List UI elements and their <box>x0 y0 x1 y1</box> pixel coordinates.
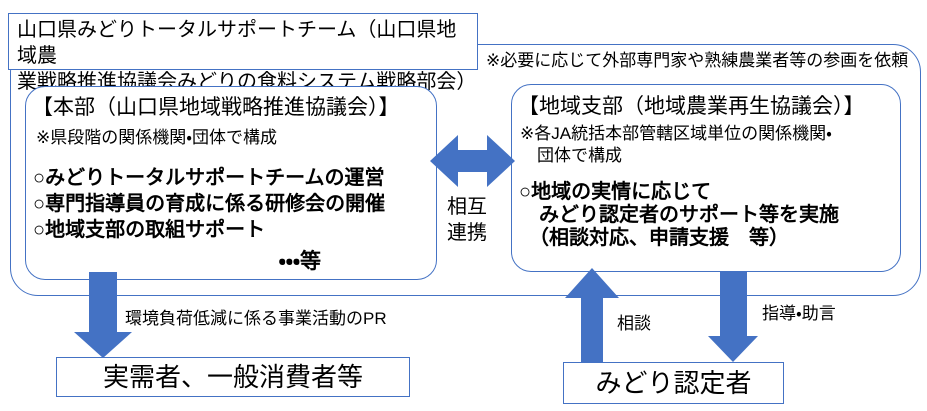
external-experts-note: ※必要に応じて外部専門家や熟練農業者等の参画を依頼 <box>486 51 909 70</box>
consult-label: 相談 <box>617 314 651 333</box>
branch-title: 【地域支部（地域農業再生協議会）】 <box>518 95 865 118</box>
certified-box: みどり認定者 <box>563 362 784 404</box>
branch-item: （相談対応、申請支援 等） <box>519 227 789 249</box>
consumers-box: 実需者、一般消費者等 <box>56 357 410 397</box>
arrow-down-icon <box>74 272 132 358</box>
headquarters-item: ○みどりトータルサポートチームの運営 <box>33 167 385 189</box>
arrow-left-right-icon <box>430 135 515 187</box>
headquarters-etc: ・・・等 <box>278 250 321 273</box>
headquarters-box: 【本部（山口県地域戦略推進協議会）】 ※県段階の関係機関・団体で構成 ○みどりト… <box>25 86 437 280</box>
headquarters-item: ○専門指導員の育成に係る研修会の開催 <box>33 193 386 215</box>
branch-box: 【地域支部（地域農業再生協議会）】 ※各JA統括本部管轄区域単位の関係機関・ 団… <box>511 84 901 272</box>
headquarters-item: ○地域支部の取組サポート <box>33 219 266 241</box>
branch-note: ※各JA統括本部管轄区域単位の関係機関・ 団体で構成 <box>520 124 832 165</box>
pr-label: 環境負荷低減に係る事業活動のPR <box>125 309 387 328</box>
guidance-label: 指導・助言 <box>762 304 836 323</box>
arrow-down-icon <box>708 272 758 362</box>
headquarters-note: ※県段階の関係機関・団体で構成 <box>36 128 278 147</box>
headquarters-items: ○みどりトータルサポートチームの運営 ○専門指導員の育成に係る研修会の開催 ○地… <box>33 165 433 243</box>
headquarters-title: 【本部（山口県地域戦略推進協議会）】 <box>32 96 400 119</box>
branch-items: ○地域の実情に応じて みどり認定者のサポート等を実施 （相談対応、申請支援 等） <box>519 181 899 250</box>
branch-item: みどり認定者のサポート等を実施 <box>519 204 839 226</box>
mutual-cooperation-label: 相互 連携 <box>447 196 487 244</box>
branch-item: ○地域の実情に応じて <box>519 181 712 203</box>
arrow-up-icon <box>565 268 619 362</box>
team-title-box: 山口県みどりトータルサポートチーム（山口県地域農 業戦略推進協議会みどりの食料シ… <box>8 13 478 93</box>
